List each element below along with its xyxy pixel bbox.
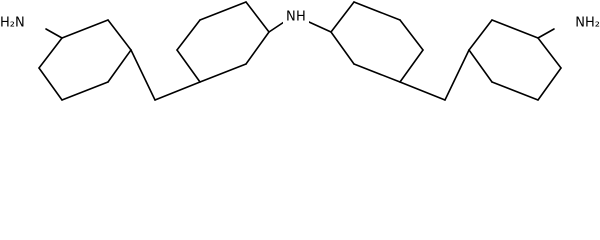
amine-bridge-h-label: H xyxy=(296,10,306,25)
bonds xyxy=(38,1,562,101)
ring-2-bond-5 xyxy=(245,31,270,65)
amine-bridge-bond-left xyxy=(268,21,285,33)
ring-4-bond-1 xyxy=(468,19,493,51)
ring-1-bond-6 xyxy=(38,37,63,69)
ring-3-bond-5 xyxy=(353,63,401,83)
ring-1-bond-5 xyxy=(38,67,63,101)
ring-1-bond-3 xyxy=(107,49,132,83)
ring-4-bond-4 xyxy=(537,67,562,101)
ring-2-bond-6 xyxy=(199,63,247,83)
ring-3-bond-6 xyxy=(330,31,355,65)
ring-2-bond-4 xyxy=(245,1,270,33)
ring-1-bond-4 xyxy=(61,81,109,101)
amine-right-bond xyxy=(537,28,555,39)
ring-1-bond-2 xyxy=(107,19,132,51)
methylene-bridge-1-bond-b xyxy=(154,81,201,101)
atom-labels: H₂N N H NH₂ xyxy=(0,4,600,37)
amine-right-label: NH₂ xyxy=(575,16,600,31)
methylene-bridge-1-bond-a xyxy=(130,49,156,101)
amine-bridge-label-mask xyxy=(283,4,309,32)
ring-3-bond-1 xyxy=(330,1,355,33)
ring-1-bond-1 xyxy=(61,19,109,39)
ring-3-bond-4 xyxy=(399,49,424,83)
amine-left-label: H₂N xyxy=(0,16,25,31)
ring-4-bond-2 xyxy=(491,19,539,39)
ring-4-bond-5 xyxy=(491,81,539,101)
ring-2-bond-2 xyxy=(176,19,201,51)
ring-3-bond-2 xyxy=(353,1,401,21)
methylene-bridge-2-bond-b xyxy=(444,49,470,101)
amine-bridge-n-label: N xyxy=(286,10,296,25)
ring-2-bond-3 xyxy=(199,1,247,21)
amine-left-label-mask xyxy=(0,9,45,37)
ring-4-bond-6 xyxy=(468,49,493,83)
amine-bridge-bond-right xyxy=(308,21,332,33)
ring-4-bond-3 xyxy=(537,37,562,69)
ring-2-bond-1 xyxy=(176,49,201,83)
methylene-bridge-2-bond-a xyxy=(399,81,446,101)
ring-3-bond-3 xyxy=(399,19,424,51)
chemical-structure: H₂N N H NH₂ xyxy=(0,1,600,101)
amine-right-label-mask xyxy=(555,9,600,37)
amine-left-bond xyxy=(45,28,63,39)
